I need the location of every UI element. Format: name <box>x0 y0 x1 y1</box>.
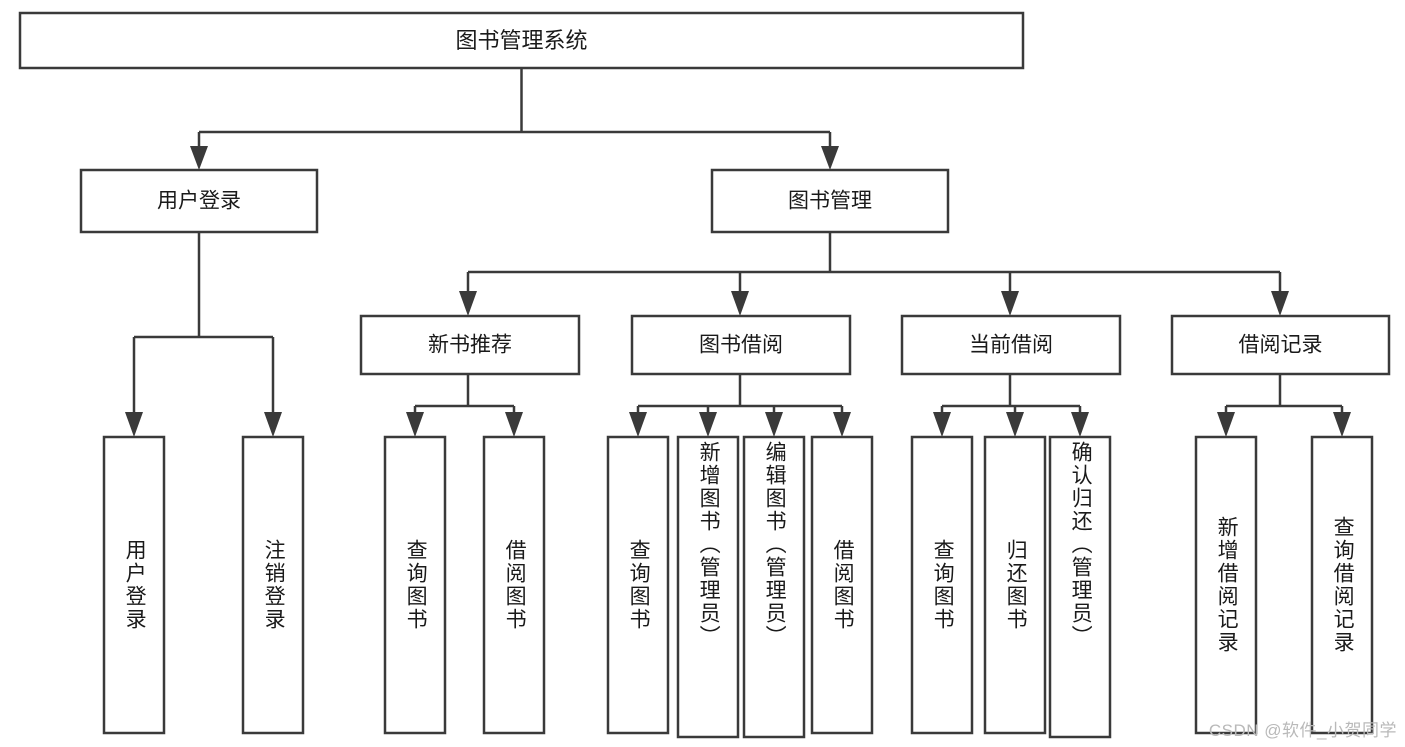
node-root-box[interactable] <box>18 11 1025 70</box>
arrow-head-current-borrow <box>1001 291 1019 316</box>
node-user-login-box[interactable] <box>79 168 319 234</box>
leaf-query-book-1-box[interactable] <box>383 435 447 735</box>
arrow-head-borrow-record <box>1271 291 1289 316</box>
leaf-boxes-group <box>102 435 1374 739</box>
node-borrow-record-label: 借阅记录 <box>1239 334 1323 357</box>
node-book-borrow[interactable]: 图书借阅 <box>630 314 852 376</box>
node-root[interactable]: 图书管理系统 <box>18 11 1025 70</box>
leaf-query-book-3-box[interactable] <box>910 435 974 735</box>
node-new-book-rec-box[interactable] <box>359 314 581 376</box>
node-book-manage-label: 图书管理 <box>788 190 872 213</box>
node-book-borrow-label: 图书借阅 <box>699 334 783 357</box>
arrow-head-leaf-query-borrow-record <box>1333 412 1351 437</box>
arrow-head-user-login <box>190 146 208 170</box>
node-current-borrow-box[interactable] <box>900 314 1122 376</box>
connector-group-new-book-rec-to-leaves <box>406 374 523 437</box>
leaf-user-logout-box[interactable] <box>241 435 305 735</box>
node-root-label: 图书管理系统 <box>455 28 587 53</box>
node-book-borrow-box[interactable] <box>630 314 852 376</box>
arrow-head-leaf-borrow-book-2 <box>833 412 851 437</box>
connector-group-book-manage-to-level3 <box>459 232 1289 316</box>
connector-group-borrow-record-to-leaves <box>1217 374 1351 437</box>
arrow-head-book-manage <box>821 146 839 170</box>
arrow-head-book-borrow <box>731 291 749 316</box>
leaf-query-borrow-record-box[interactable] <box>1310 435 1374 735</box>
leaf-add-borrow-record-box[interactable] <box>1194 435 1258 735</box>
node-user-login-label: 用户登录 <box>157 190 241 213</box>
leaf-query-book-2-box[interactable] <box>606 435 670 735</box>
arrow-head-leaf-borrow-book-1 <box>505 412 523 437</box>
leaf-edit-book-admin-box[interactable] <box>742 435 806 739</box>
arrow-head-leaf-add-book-admin <box>699 412 717 437</box>
node-borrow-record[interactable]: 借阅记录 <box>1170 314 1391 376</box>
arrow-head-leaf-confirm-return-admin <box>1071 412 1089 437</box>
node-new-book-rec[interactable]: 新书推荐 <box>359 314 581 376</box>
leaf-user-login-box[interactable] <box>102 435 166 735</box>
node-user-login[interactable]: 用户登录 <box>79 168 319 234</box>
arrow-head-leaf-query-book-3 <box>933 412 951 437</box>
arrow-head-leaf-return-book <box>1006 412 1024 437</box>
connector-group-book-borrow-to-leaves <box>629 374 851 437</box>
arrow-head-leaf-query-book-2 <box>629 412 647 437</box>
node-new-book-rec-label: 新书推荐 <box>428 334 512 357</box>
csdn-watermark: CSDN @软件_小贺同学 <box>1208 721 1397 740</box>
node-current-borrow[interactable]: 当前借阅 <box>900 314 1122 376</box>
arrow-head-leaf-edit-book-admin <box>765 412 783 437</box>
node-current-borrow-label: 当前借阅 <box>969 334 1053 357</box>
arrow-head-leaf-user-login <box>125 412 143 437</box>
leaf-add-book-admin-box[interactable] <box>676 435 740 739</box>
leaf-confirm-return-admin-box[interactable] <box>1048 435 1112 739</box>
connector-group-root-to-level2 <box>190 68 839 170</box>
arrow-head-new-book-rec <box>459 291 477 316</box>
leaf-borrow-book-1-box[interactable] <box>482 435 546 735</box>
node-borrow-record-box[interactable] <box>1170 314 1391 376</box>
leaf-borrow-book-2-box[interactable] <box>810 435 874 735</box>
connector-group-user-login-to-leaves <box>125 232 282 437</box>
node-book-manage[interactable]: 图书管理 <box>710 168 950 234</box>
arrow-head-leaf-user-logout <box>264 412 282 437</box>
arrow-head-leaf-query-book-1 <box>406 412 424 437</box>
node-book-manage-box[interactable] <box>710 168 950 234</box>
connector-group-current-borrow-to-leaves <box>933 374 1089 437</box>
leaf-return-book-box[interactable] <box>983 435 1047 735</box>
arrow-head-leaf-add-borrow-record <box>1217 412 1235 437</box>
